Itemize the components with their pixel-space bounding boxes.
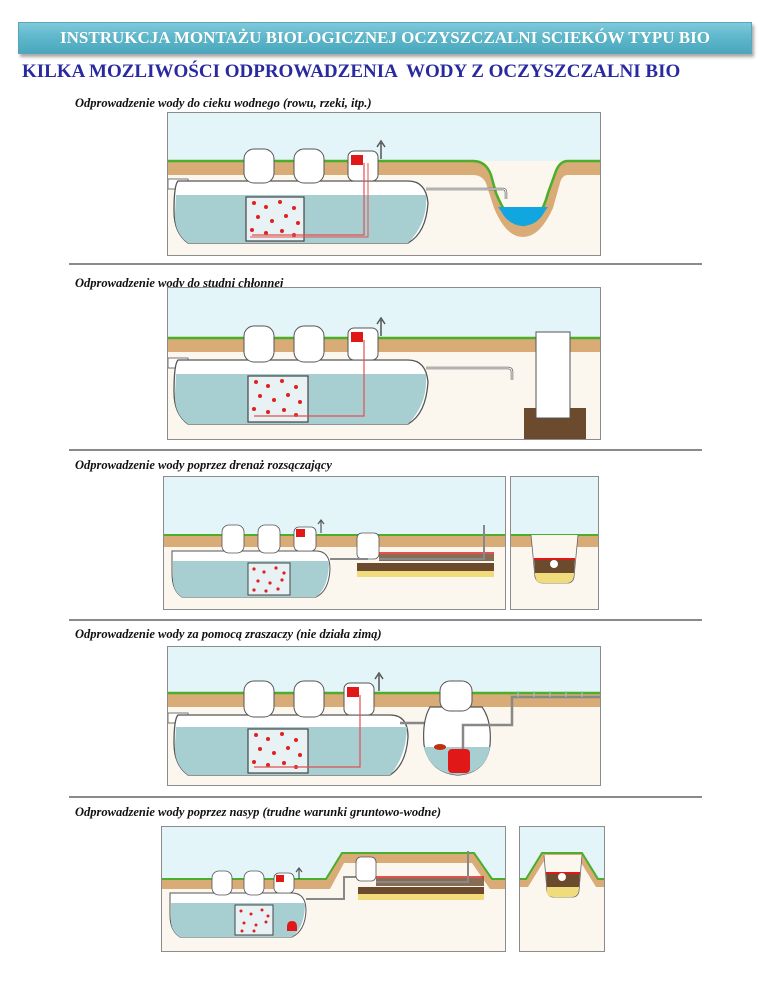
- diagram-watercourse: [167, 112, 601, 256]
- treatment-tank: [168, 139, 508, 244]
- drainage-cross-section-illustration: [511, 477, 598, 609]
- section-divider: [69, 263, 702, 265]
- section-divider: [69, 796, 702, 798]
- diagram-watercourse-illustration: [168, 113, 600, 255]
- diagram-mound-cross-section: [519, 826, 605, 952]
- document-header-bar: INSTRUKCJA MONTAŻU BIOLOGICZNEJ OCZYSZCZ…: [18, 22, 752, 54]
- soakaway-well: [524, 331, 586, 439]
- diagram-sprinklers: [167, 646, 601, 786]
- section-divider: [69, 619, 702, 621]
- diagram-drainage-illustration: [164, 477, 505, 609]
- pump-chamber: [400, 680, 600, 776]
- treatment-tank: [168, 316, 514, 425]
- diagram-soakaway-illustration: [168, 288, 600, 439]
- diagram-sprinklers-illustration: [168, 647, 600, 785]
- treatment-tank: [169, 867, 307, 938]
- diagram-drainage: [163, 476, 506, 610]
- diagram-mound: [161, 826, 506, 952]
- mound-cross-section-illustration: [520, 827, 604, 951]
- section-caption-watercourse: Odprowadzenie wody do cieku wodnego (row…: [75, 96, 372, 110]
- section-caption-sprinklers: Odprowadzenie wody za pomocą zraszaczy (…: [75, 627, 382, 641]
- diagram-mound-illustration: [162, 827, 505, 951]
- section-caption-drainage: Odprowadzenie wody poprzez drenaż rozsąc…: [75, 458, 332, 472]
- section-divider: [69, 449, 702, 451]
- section-caption-soakaway: Odprowadzenie wody do studni chłonnej: [75, 276, 284, 290]
- section-caption-mound: Odprowadzenie wody poprzez nasyp (trudne…: [75, 805, 442, 819]
- diagram-soakaway: [167, 287, 601, 440]
- page-subtitle: KILKA MOZLIWOŚCI ODPROWADZENIA WODY Z OC…: [22, 61, 681, 82]
- treatment-tank: [171, 519, 331, 598]
- diagram-drainage-cross-section: [510, 476, 599, 610]
- document-title: INSTRUKCJA MONTAŻU BIOLOGICZNEJ OCZYSZCZ…: [60, 28, 710, 47]
